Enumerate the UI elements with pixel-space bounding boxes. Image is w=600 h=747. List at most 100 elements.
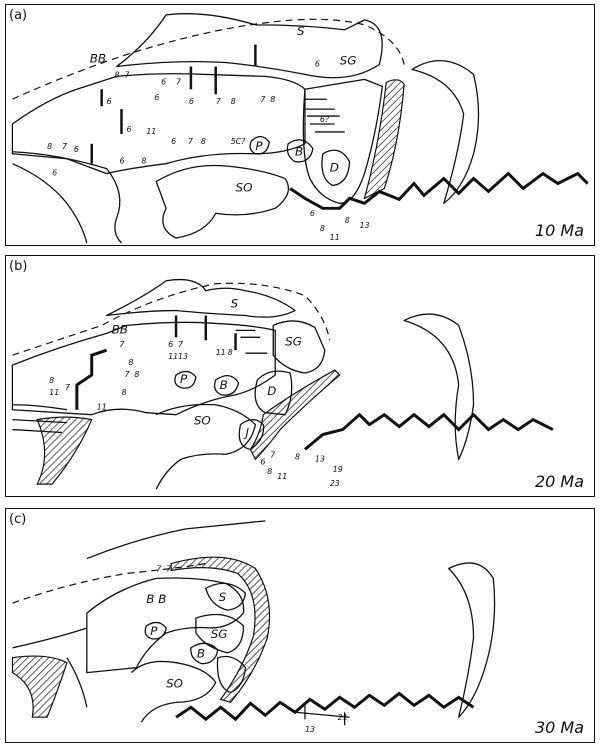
anomaly-label: 21 bbox=[338, 713, 348, 722]
anomaly-label: 8 bbox=[295, 452, 300, 461]
panel-c: B B S SG P B SO 7 7 13 21 (c) 30 Ma bbox=[5, 508, 595, 743]
hatched-margin bbox=[363, 79, 405, 200]
region-label: B bbox=[220, 378, 228, 392]
region-label: S bbox=[297, 24, 305, 38]
anomaly-label: 11 bbox=[277, 472, 287, 481]
anomaly-label: 7 bbox=[270, 450, 275, 459]
panel-b: BB SG S P B D J SO 7 6 7 11 13 11 8 8 7 … bbox=[5, 255, 595, 497]
hatched-margin-west bbox=[11, 655, 68, 718]
crescent-island bbox=[403, 313, 475, 460]
reconstruction-map-b: BB SG S P B D J SO 7 6 7 11 13 11 8 8 7 … bbox=[11, 278, 554, 490]
dashed-margin bbox=[12, 282, 331, 356]
ridge-segment bbox=[75, 348, 108, 410]
anomaly-label: 6 bbox=[260, 457, 265, 466]
anomaly-label: 13 bbox=[178, 352, 188, 361]
reconstruction-map-c: B B S SG P B SO 7 7 13 21 bbox=[11, 520, 496, 734]
island-p bbox=[144, 621, 167, 640]
anomaly-label: 7 bbox=[62, 142, 67, 151]
landmass-sg bbox=[302, 78, 383, 204]
anomaly-label: 6 bbox=[107, 97, 112, 106]
panel-label: (c) bbox=[9, 512, 27, 527]
anomaly-label: 8 bbox=[228, 348, 233, 357]
region-label: SO bbox=[236, 180, 253, 194]
region-label: SG bbox=[285, 334, 302, 348]
dashed-margin bbox=[12, 18, 405, 100]
magnetic-lineations bbox=[235, 329, 268, 354]
region-label: S bbox=[219, 590, 227, 604]
anomaly-label: 6 bbox=[168, 340, 173, 349]
region-label: SG bbox=[340, 54, 357, 68]
anomaly-label: 11 bbox=[330, 233, 340, 242]
hatched-margin bbox=[249, 369, 341, 461]
anomaly-label: 6 bbox=[74, 145, 79, 154]
anomaly-label: 8 bbox=[231, 97, 236, 106]
anomaly-label: 7 bbox=[178, 340, 183, 349]
anomaly-label: 8 bbox=[201, 137, 206, 146]
age-label: 20 Ma bbox=[534, 472, 584, 491]
region-label: J bbox=[243, 425, 249, 439]
region-label: P bbox=[180, 372, 188, 386]
anomaly-label: 8 bbox=[47, 142, 52, 151]
anomaly-label: 13 bbox=[360, 221, 370, 230]
anomaly-label: 6 bbox=[161, 77, 166, 86]
spreading-ridge bbox=[304, 412, 554, 451]
region-label: S bbox=[231, 297, 239, 311]
anomaly-label: 6 bbox=[126, 125, 131, 134]
panel-a: BB SG S P B D SO 8 7 6 6 6 7 6 7 8 7 8 8… bbox=[5, 4, 595, 246]
crescent-island bbox=[448, 562, 496, 718]
island-b bbox=[286, 139, 314, 163]
anomaly-label: 8 bbox=[320, 224, 325, 233]
region-label: P bbox=[150, 624, 158, 638]
island-p bbox=[174, 370, 197, 389]
anomaly-label: 6 bbox=[310, 209, 315, 218]
anomaly-label: 8 bbox=[128, 358, 133, 367]
anomaly-label: 5C? bbox=[231, 137, 247, 146]
anomaly-label: 11 bbox=[49, 388, 59, 397]
anomaly-label: 11 bbox=[216, 348, 226, 357]
anomaly-label: 7 bbox=[166, 564, 171, 573]
anomaly-label: 6 bbox=[52, 169, 57, 178]
landmass-north bbox=[115, 13, 383, 79]
age-label: 30 Ma bbox=[534, 718, 584, 737]
region-label: D bbox=[330, 161, 339, 175]
anomaly-label: 6 bbox=[315, 59, 320, 68]
anomaly-label: 6 bbox=[189, 97, 194, 106]
region-label: BB bbox=[112, 322, 128, 336]
spreading-ridge bbox=[289, 171, 589, 210]
landmass-bb bbox=[11, 321, 276, 416]
anomaly-label: 6 bbox=[171, 137, 176, 146]
landmass-s bbox=[205, 582, 247, 611]
age-label: 10 Ma bbox=[534, 221, 584, 240]
anomaly-label: 8 bbox=[270, 95, 275, 104]
island-p bbox=[249, 136, 270, 155]
anomaly-label: 23 bbox=[330, 479, 340, 488]
anomaly-label: 11 bbox=[146, 127, 156, 136]
crescent-island bbox=[411, 60, 480, 204]
panel-label: (a) bbox=[9, 8, 28, 23]
anomaly-label: 7 bbox=[120, 340, 125, 349]
landmass-so bbox=[130, 660, 217, 723]
landmass-so bbox=[155, 403, 257, 490]
anomaly-label: 6? bbox=[320, 115, 330, 124]
coast-north bbox=[86, 520, 266, 560]
anomaly-label: 7 bbox=[260, 95, 265, 104]
anomaly-label: 7 bbox=[176, 77, 181, 86]
magnetic-lineations bbox=[304, 98, 345, 133]
coast-west bbox=[12, 627, 88, 708]
anomaly-label: 13 bbox=[305, 725, 315, 734]
anomaly-label: 19 bbox=[333, 465, 343, 474]
anomaly-label: 8 bbox=[267, 467, 272, 476]
anomaly-label: 7 bbox=[124, 370, 129, 379]
anomaly-label: 7 bbox=[65, 383, 70, 392]
panel-label: (b) bbox=[9, 259, 28, 274]
anomaly-label: 8 bbox=[49, 376, 54, 385]
island-d bbox=[321, 149, 351, 187]
coast-west bbox=[12, 404, 68, 434]
coast-west bbox=[12, 151, 122, 244]
landmass-east bbox=[216, 655, 247, 694]
landmass-bb bbox=[11, 73, 306, 175]
reconstruction-map-a: BB SG S P B D SO 8 7 6 6 6 7 6 7 8 7 8 8… bbox=[11, 13, 589, 244]
anomaly-label: 7 bbox=[188, 137, 193, 146]
anomaly-label: 7 bbox=[216, 97, 221, 106]
anomaly-label: 8 bbox=[134, 370, 139, 379]
